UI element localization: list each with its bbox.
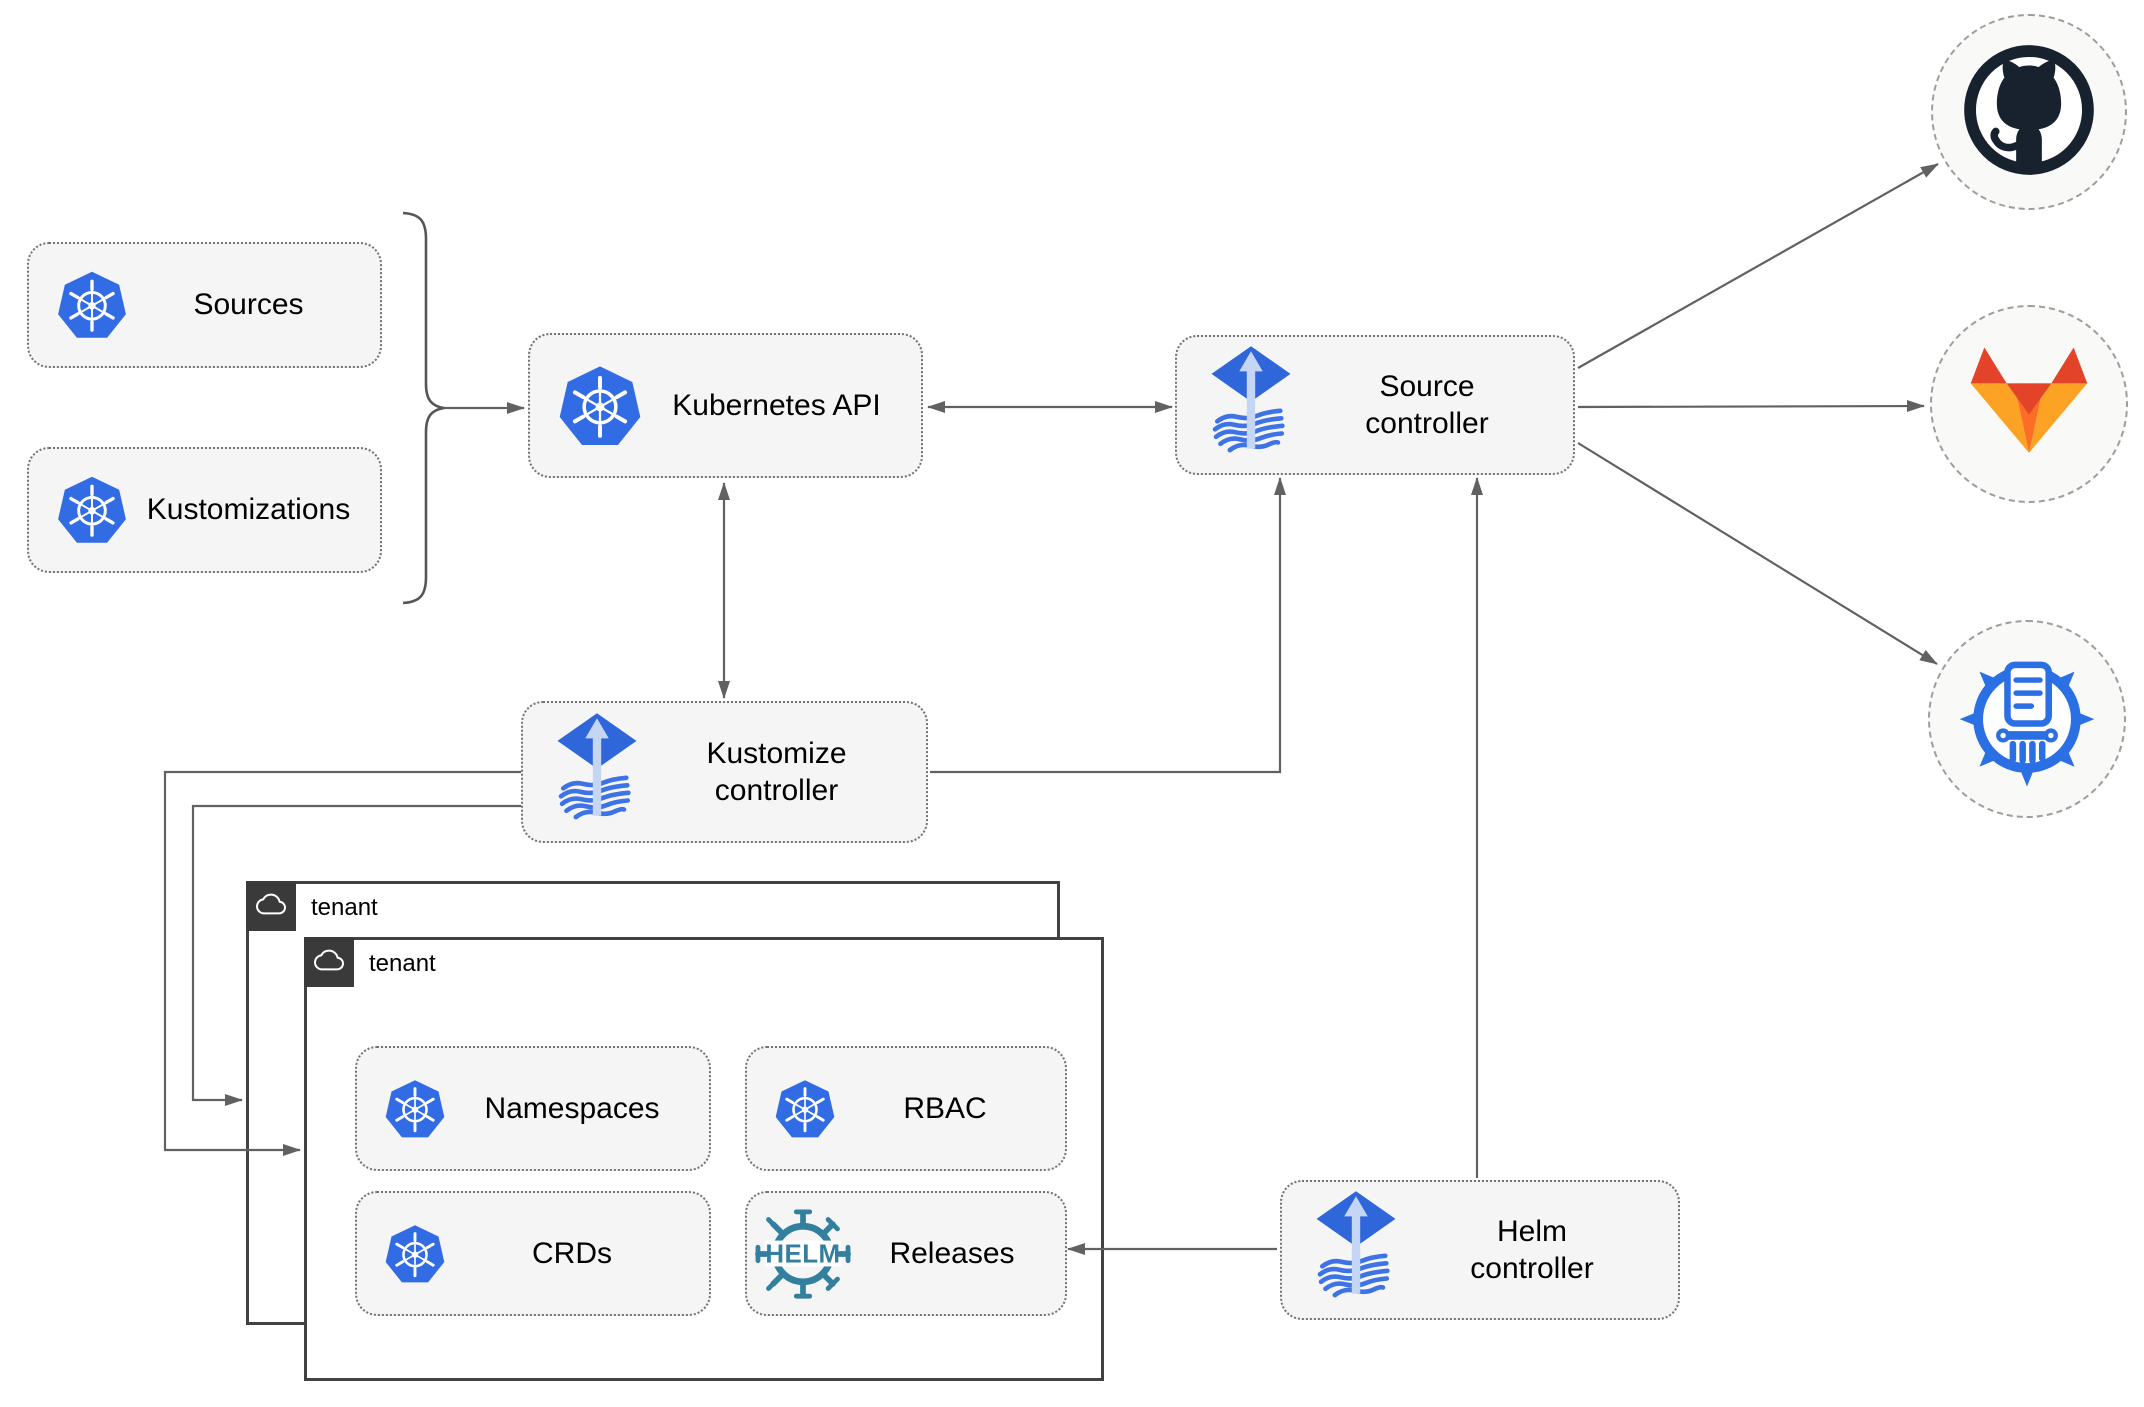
- endpoint-github: [1931, 14, 2127, 210]
- edge-kustomize-to-source-controller: [930, 477, 1286, 774]
- node-label: Source controller: [1365, 369, 1489, 441]
- node-crds: CRDs: [355, 1191, 711, 1316]
- node-label: Sources: [193, 288, 304, 322]
- node-label: Kustomizations: [146, 493, 351, 527]
- tenant-outer-label: tenant: [311, 894, 378, 921]
- node-kustomize-controller: Kustomize controller: [521, 701, 928, 843]
- tenant-tab: [246, 881, 296, 931]
- kubernetes-icon: [55, 268, 129, 342]
- node-sources: Sources: [27, 242, 382, 368]
- node-label: Namespaces: [484, 1091, 660, 1125]
- edge-source-to-harbor: [1577, 442, 1938, 665]
- node-kubernetes-api: Kubernetes API: [528, 333, 923, 478]
- tenant-inner-label: tenant: [369, 950, 436, 977]
- flux-icon: [555, 713, 639, 831]
- node-kustomizations: Kustomizations: [27, 447, 382, 573]
- edge-source-to-gitlab: [1577, 400, 1925, 413]
- endpoint-harbor: [1928, 620, 2126, 818]
- endpoint-gitlab: [1930, 305, 2128, 503]
- flux-icon: [1314, 1191, 1398, 1309]
- node-rbac: RBAC: [745, 1046, 1067, 1171]
- node-label: Kustomize controller: [706, 736, 847, 808]
- helm-logo-text: HELM: [765, 1240, 840, 1268]
- edge-source-to-github: [1577, 163, 1939, 369]
- tenant-inner-group: tenant: [304, 937, 1104, 1381]
- helm-logo-icon: HELM: [755, 1208, 851, 1300]
- kubernetes-icon: [383, 1077, 447, 1141]
- kubernetes-icon: [55, 473, 129, 547]
- node-source-controller: Source controller: [1175, 335, 1575, 475]
- cloud-icon: [312, 946, 346, 979]
- grouping-brace: [402, 211, 445, 605]
- node-helm-controller: Helm controller: [1280, 1180, 1680, 1320]
- node-label: CRDs: [532, 1236, 612, 1270]
- flux-icon: [1209, 346, 1293, 464]
- kubernetes-icon: [556, 362, 644, 450]
- tenant-tab: [304, 937, 354, 987]
- node-label: Kubernetes API: [672, 388, 881, 422]
- node-label: RBAC: [903, 1091, 987, 1125]
- node-namespaces: Namespaces: [355, 1046, 711, 1171]
- github-icon: [1954, 35, 2104, 190]
- node-label: Helm controller: [1470, 1214, 1594, 1286]
- gitlab-icon: [1967, 346, 2091, 463]
- kubernetes-icon: [773, 1077, 837, 1141]
- cloud-icon: [254, 890, 288, 923]
- node-label: Releases: [889, 1236, 1015, 1270]
- harbor-registry-icon: [1951, 641, 2103, 798]
- node-releases: HELM Releases: [745, 1191, 1067, 1316]
- kubernetes-icon: [383, 1222, 447, 1286]
